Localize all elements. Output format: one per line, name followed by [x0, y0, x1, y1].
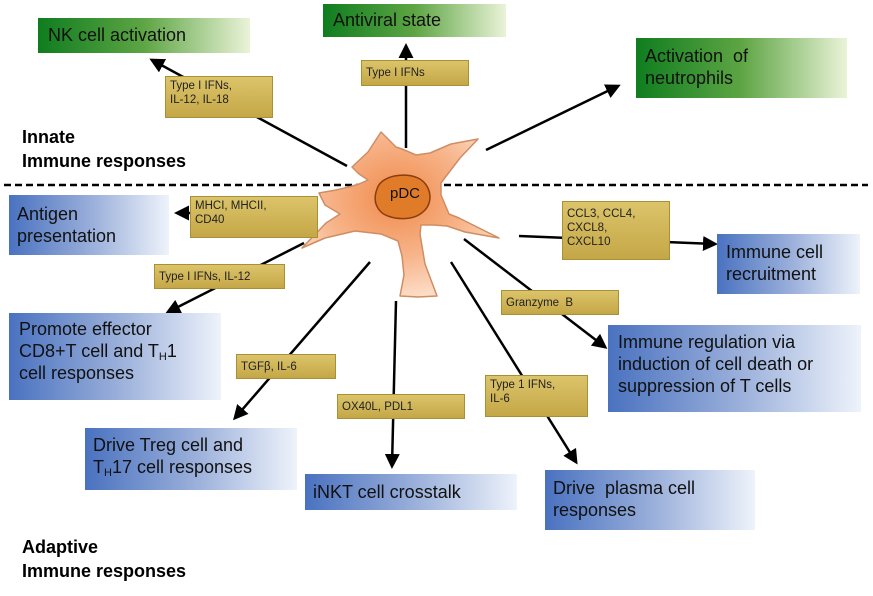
mediator-cd8: Type I IFNs, IL-12 — [154, 264, 285, 289]
mediator-inkt: OX40L, PDL1 — [337, 394, 465, 419]
mediator-granzyme: Granzyme B — [501, 290, 619, 315]
outcome-inkt-crosstalk: iNKT cell crosstalk — [305, 474, 517, 510]
innate-section-label: Innate Immune responses — [22, 127, 187, 171]
arrow-plasma — [449, 261, 578, 465]
outcome-drive-plasma-cell: Drive plasma cell responses — [545, 470, 755, 530]
outcome-nk-cell-activation: NK cell activation — [38, 18, 250, 53]
pdc-label: pDC — [389, 185, 420, 202]
arrow-treg — [233, 261, 371, 421]
adaptive-section-label: Adaptive Immune responses — [22, 537, 187, 581]
mediator-antiviral: Type I IFNs — [361, 60, 469, 86]
outcome-immune-cell-recruitment: Immune cell recruitment — [717, 234, 860, 294]
outcome-drive-treg-th17: Drive Treg cell and TH17 cell responses — [85, 428, 297, 490]
mediator-antigen: MHCI, MHCII, CD40 — [190, 196, 318, 238]
outcome-antigen-presentation: Antigen presentation — [9, 195, 169, 255]
arrow-neutrophils — [485, 84, 621, 152]
outcome-activation-of-neutrophils: Activation of neutrophils — [636, 38, 847, 98]
outcome-antiviral-state: Antiviral state — [323, 4, 506, 37]
pdc-nucleus — [374, 174, 431, 220]
arrow-inkt — [384, 300, 400, 469]
outcome-immune-regulation: Immune regulation via induction of cell … — [608, 325, 861, 412]
mediator-recruit: CCL3, CCL4, CXCL8, CXCL10 — [562, 201, 670, 260]
mediator-plasma: Type 1 IFNs, IL-6 — [485, 375, 588, 417]
mediator-nk: Type I IFNs, IL-12, IL-18 — [165, 76, 273, 118]
mediator-treg: TGFβ, IL-6 — [236, 354, 336, 379]
outcome-promote-effector-cd8: Promote effector CD8+T cell and TH1 cell… — [9, 313, 221, 400]
